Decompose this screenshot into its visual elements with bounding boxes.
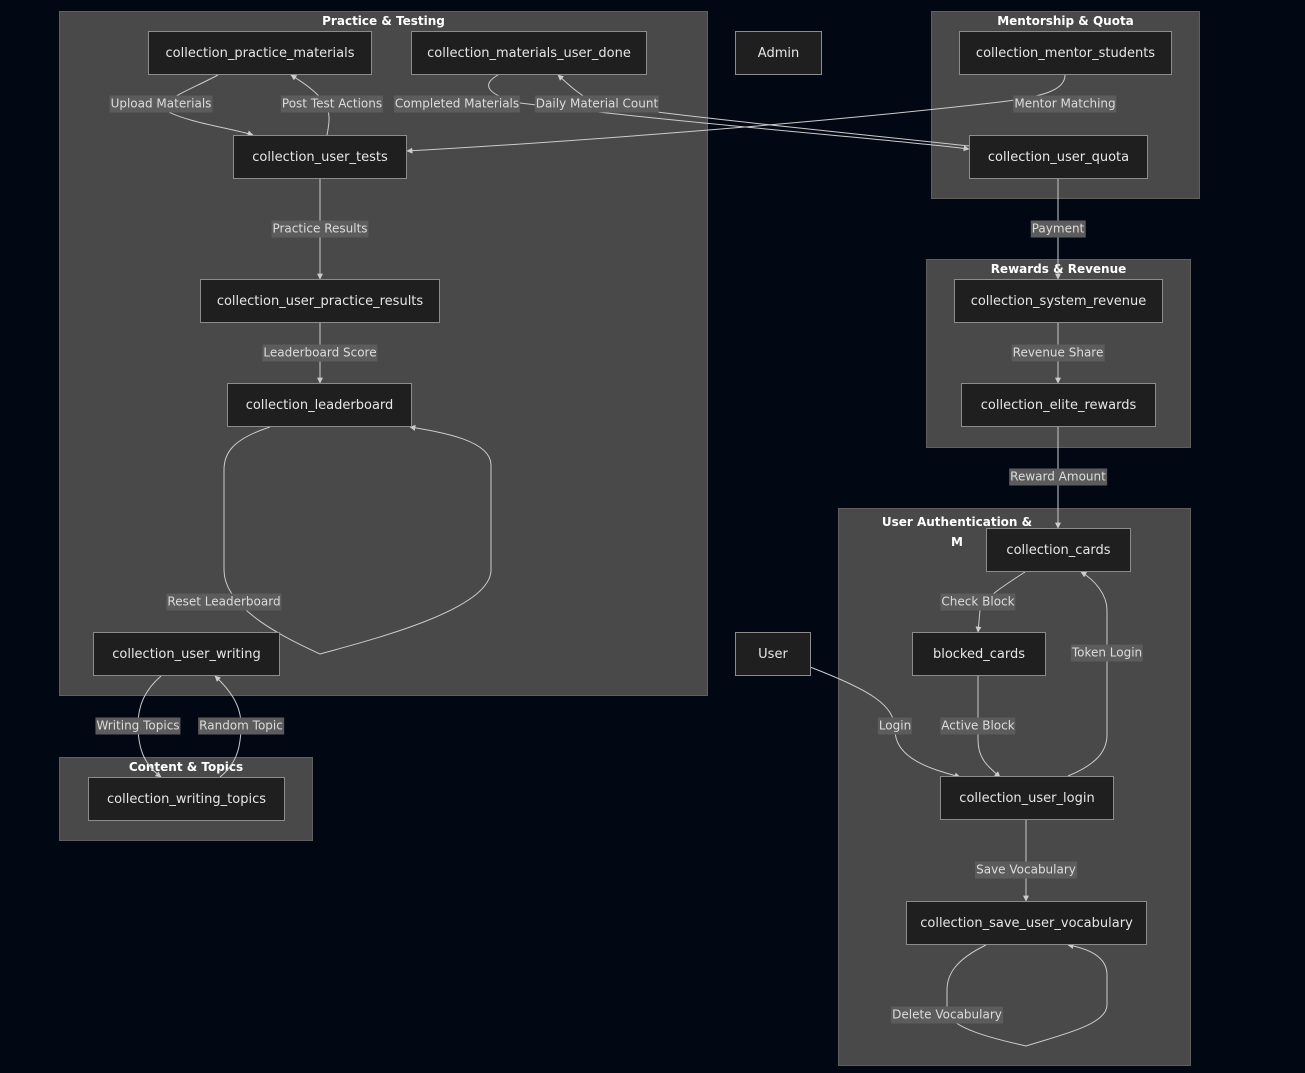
edge-label-save-vocabulary: Save Vocabulary <box>975 861 1077 879</box>
node-label: User <box>758 646 788 662</box>
node-writing-topics[interactable]: collection_writing_topics <box>88 777 285 821</box>
node-leaderboard[interactable]: collection_leaderboard <box>227 383 412 427</box>
node-label: collection_practice_materials <box>165 45 355 61</box>
edge-label-practice-results: Practice Results <box>271 220 369 238</box>
edge-label-token-login: Token Login <box>1070 644 1144 662</box>
cluster-title: User Authentication & M <box>881 515 1033 549</box>
edge-label-login: Login <box>877 717 913 735</box>
cluster-title: Rewards & Revenue <box>990 262 1127 276</box>
node-label: collection_mentor_students <box>975 45 1156 61</box>
edge-label-revenue-share: Revenue Share <box>1011 344 1105 362</box>
node-label: collection_user_login <box>959 790 1095 806</box>
edge-label-mentor-matching: Mentor Matching <box>1013 95 1117 113</box>
node-user-writing[interactable]: collection_user_writing <box>93 632 280 676</box>
edge-label-active-block: Active Block <box>940 717 1016 735</box>
node-user-tests[interactable]: collection_user_tests <box>233 135 407 179</box>
node-save-user-vocabulary[interactable]: collection_save_user_vocabulary <box>906 901 1147 945</box>
node-blocked-cards[interactable]: blocked_cards <box>912 632 1046 676</box>
node-practice-materials[interactable]: collection_practice_materials <box>148 31 372 75</box>
edge-label-delete-vocabulary: Delete Vocabulary <box>891 1006 1003 1024</box>
edge-label-reset-leaderboard: Reset Leaderboard <box>166 593 282 611</box>
node-label: collection_writing_topics <box>107 791 266 807</box>
node-user-login[interactable]: collection_user_login <box>940 776 1114 820</box>
node-label: collection_system_revenue <box>970 293 1147 309</box>
cluster-title: Mentorship & Quota <box>997 14 1134 28</box>
edge-label-payment: Payment <box>1030 220 1086 238</box>
node-label: collection_elite_rewards <box>980 397 1137 413</box>
node-user-practice-results[interactable]: collection_user_practice_results <box>200 279 440 323</box>
node-label: collection_user_tests <box>252 149 388 165</box>
node-label: collection_leaderboard <box>245 397 394 413</box>
node-label: blocked_cards <box>932 646 1026 662</box>
edge-label-leaderboard-score: Leaderboard Score <box>262 344 378 362</box>
node-user-quota[interactable]: collection_user_quota <box>969 135 1148 179</box>
node-system-revenue[interactable]: collection_system_revenue <box>954 279 1163 323</box>
node-mentor-students[interactable]: collection_mentor_students <box>959 31 1172 75</box>
node-label: collection_user_practice_results <box>216 293 424 309</box>
edge-label-reward-amount: Reward Amount <box>1009 468 1107 486</box>
node-label: collection_cards <box>1006 542 1111 558</box>
node-user[interactable]: User <box>735 632 811 676</box>
edge-label-random-topic: Random Topic <box>198 717 284 735</box>
cluster-title: Practice & Testing <box>322 14 445 28</box>
node-label: collection_user_writing <box>112 646 261 662</box>
cluster-practice-testing: Practice & Testing <box>59 11 708 696</box>
node-elite-rewards[interactable]: collection_elite_rewards <box>961 383 1156 427</box>
edge-label-upload-materials: Upload Materials <box>109 95 213 113</box>
node-label: collection_save_user_vocabulary <box>920 915 1133 931</box>
edge-label-check-block: Check Block <box>940 593 1016 611</box>
node-materials-user-done[interactable]: collection_materials_user_done <box>411 31 647 75</box>
node-cards[interactable]: collection_cards <box>986 528 1131 572</box>
node-label: collection_user_quota <box>987 149 1130 165</box>
edge-label-writing-topics: Writing Topics <box>95 717 181 735</box>
node-label: Admin <box>757 45 800 61</box>
edge-label-post-test-actions: Post Test Actions <box>280 95 384 113</box>
node-label: collection_materials_user_done <box>427 45 631 61</box>
cluster-title: Content & Topics <box>128 760 244 774</box>
edge-label-daily-material-count: Daily Material Count <box>534 95 660 113</box>
node-admin[interactable]: Admin <box>735 31 822 75</box>
edge-label-completed-materials: Completed Materials <box>393 95 521 113</box>
